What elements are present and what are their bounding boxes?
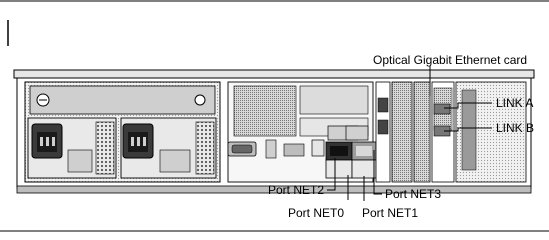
link-a-port-icon	[433, 103, 451, 115]
psu-vent-right	[195, 121, 215, 175]
callout-port-net0: Port NET0	[288, 206, 344, 220]
pci-slot-2	[391, 81, 413, 183]
callout-port-net1: Port NET1	[362, 206, 418, 220]
psu-handle-left	[67, 149, 93, 173]
io-vent-grille	[233, 85, 297, 137]
server-rear-panel-figure: Optical Gigabit Ethernet card LINK A LIN…	[0, 0, 549, 232]
io-upper-panel	[299, 85, 369, 115]
usb-stack-icon	[311, 139, 325, 157]
psu-top-panel	[29, 85, 216, 115]
psu-screw-icon	[194, 94, 206, 106]
callout-port-net3: Port NET3	[385, 187, 441, 201]
leader-port-net2	[327, 158, 336, 191]
pci-slot-3	[413, 81, 431, 183]
rj45-upper-right	[345, 125, 369, 141]
net-port-1-icon	[351, 159, 377, 179]
motherboard-io-area	[227, 81, 377, 183]
chassis-top-rim	[13, 69, 535, 79]
callout-optical-card: Optical Gigabit Ethernet card	[373, 53, 527, 67]
leader-port-net3	[373, 150, 382, 195]
usb-port-icon	[265, 139, 277, 159]
leader-link-a	[444, 102, 492, 109]
pci-expansion-slots	[375, 81, 527, 183]
power-supply-module	[24, 81, 221, 183]
callout-leaders	[327, 66, 492, 201]
callout-link-a: LINK A	[496, 96, 533, 110]
mgmt-port-icon	[283, 143, 305, 157]
callout-link-b: LINK B	[496, 121, 534, 135]
chassis-base	[16, 185, 532, 194]
psu-vent-left	[95, 121, 115, 175]
psu-handle-right	[159, 149, 191, 173]
leader-link-b	[444, 127, 492, 132]
callout-port-net2: Port NET2	[268, 183, 324, 197]
server-rear-panel-drawing: Optical Gigabit Ethernet card LINK A LIN…	[0, 0, 549, 232]
